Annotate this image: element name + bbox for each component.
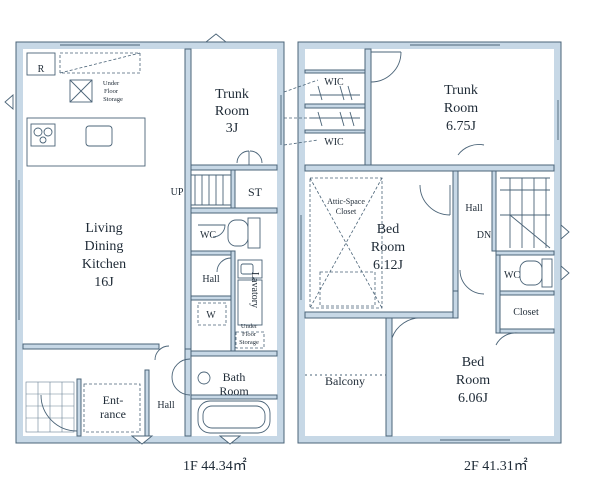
storage-st-label: ST xyxy=(248,185,263,199)
bed-room-b-label-2: Room xyxy=(456,373,490,388)
ldk-label-1: Living xyxy=(85,221,122,236)
ldk-label-2: Dining xyxy=(85,239,124,254)
under-floor-storage-label-1: Under xyxy=(103,80,120,87)
under-floor-storage-mid-label-3: Storage xyxy=(239,339,259,346)
bed-room-a-label-3: 6.12J xyxy=(373,258,404,273)
entrance-label-2: rance xyxy=(100,407,126,421)
wc-1f-label: WC xyxy=(200,230,216,241)
wic-top-label: WIC xyxy=(324,77,344,88)
attic-closet-label-1: Attic-Space xyxy=(327,197,365,206)
wc-2f-label: WC xyxy=(504,270,520,281)
hall-2f-label: Hall xyxy=(465,203,482,214)
lavatory-label: Lavatory xyxy=(249,272,260,308)
stairs-down-label: DN xyxy=(477,230,491,241)
entrance-label-1: Ent- xyxy=(103,393,124,407)
trunk-room-2f-label-2: Room xyxy=(444,101,478,116)
bed-room-b-label-3: 6.06J xyxy=(458,391,489,406)
floor-1 xyxy=(4,33,285,445)
balcony-label: Balcony xyxy=(325,374,365,388)
bath-room-label-1: Bath xyxy=(223,370,246,384)
floor-2 xyxy=(283,41,570,444)
under-floor-storage-label-2: Floor xyxy=(104,88,119,95)
bed-room-a-label-2: Room xyxy=(371,240,405,255)
washer-label: W xyxy=(206,310,216,321)
ldk-label-4: 16J xyxy=(94,275,114,290)
refrigerator-label: R xyxy=(38,64,45,75)
hall-entry-label: Hall xyxy=(157,400,174,411)
trunk-room-1f-label-1: Trunk xyxy=(215,87,249,102)
bed-room-b-label-1: Bed xyxy=(462,355,485,370)
floor-1-area: 1F 44.34㎡ xyxy=(183,458,247,474)
attic-closet-label-2: Closet xyxy=(336,207,357,216)
bed-room-a-label-1: Bed xyxy=(377,222,400,237)
under-floor-storage-label-3: Storage xyxy=(103,96,123,103)
trunk-room-2f-label-3: 6.75J xyxy=(446,119,477,134)
under-floor-storage-mid-label-1: Under xyxy=(241,323,258,330)
trunk-room-1f-label-3: 3J xyxy=(226,121,239,136)
trunk-room-1f-label-2: Room xyxy=(215,104,249,119)
trunk-room-2f-label-1: Trunk xyxy=(444,83,478,98)
stairs-up-label: UP xyxy=(171,187,184,198)
bath-room-label-2: Room xyxy=(219,384,249,398)
closet-2f-label: Closet xyxy=(513,307,539,318)
floor-2-area: 2F 41.31㎡ xyxy=(464,458,528,474)
hall-mid-1f-label: Hall xyxy=(202,274,219,285)
ldk-label-3: Kitchen xyxy=(82,257,126,272)
under-floor-storage-mid-label-2: Floor xyxy=(242,331,257,338)
wic-bottom-label: WIC xyxy=(324,137,344,148)
